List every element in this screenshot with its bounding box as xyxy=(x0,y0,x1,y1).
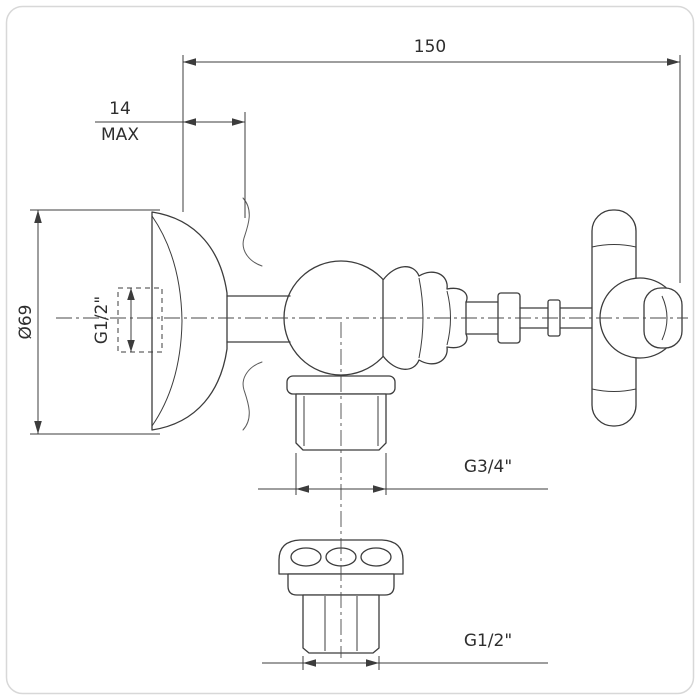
flange-rim-arc xyxy=(151,215,183,427)
arrow-up-icon xyxy=(34,210,42,223)
dim-outlet-thread: G3/4" xyxy=(258,453,548,495)
dim-wall-thickness: 14 MAX xyxy=(95,99,246,218)
dim-label-outlet-thread: G3/4" xyxy=(464,457,512,477)
dim-label-flange-diameter: Ø69 xyxy=(16,304,36,339)
dim-flange-diameter: Ø69 xyxy=(16,209,160,435)
arrow-left-icon xyxy=(183,118,196,126)
centerlines xyxy=(56,317,688,658)
dim-overall-length: 150 xyxy=(182,37,681,283)
wall-break-lines xyxy=(242,197,263,431)
hidden-thread-outline xyxy=(117,287,163,353)
arrow-right-icon xyxy=(232,118,245,126)
bonnet-ring-arc xyxy=(446,290,451,346)
union-band xyxy=(287,573,395,596)
outlet-thread xyxy=(295,393,387,451)
inlet-pipe xyxy=(226,295,291,343)
arrow-down-icon xyxy=(34,421,42,434)
grip-slot xyxy=(290,547,322,567)
dim-inlet-thread: G1/2" xyxy=(92,287,163,353)
arrow-left-icon xyxy=(183,58,196,66)
wall-flange xyxy=(151,211,228,431)
arrow-right-icon xyxy=(373,485,386,493)
bottom-outlet xyxy=(286,375,396,451)
arrow-up-icon xyxy=(127,288,135,300)
dim-label-inlet-thread: G1/2" xyxy=(92,296,112,344)
grip-slot xyxy=(360,547,392,567)
dim-label-union-thread: G1/2" xyxy=(464,631,512,651)
arrow-right-icon xyxy=(366,659,379,667)
dim-label-overall-length: 150 xyxy=(414,37,446,57)
valve-assembly xyxy=(151,209,683,451)
image-border xyxy=(5,5,695,695)
arrow-right-icon xyxy=(667,58,680,66)
gland-and-stem xyxy=(465,292,593,344)
dim-union-thread: G1/2" xyxy=(262,631,548,670)
arrow-down-icon xyxy=(127,340,135,352)
dim-label-wall-thickness: 14 xyxy=(109,99,131,119)
arrow-left-icon xyxy=(296,485,309,493)
dim-label-wall-thickness-qualifier: MAX xyxy=(101,125,139,145)
arrow-left-icon xyxy=(303,659,316,667)
hub-highlight-arc xyxy=(661,295,668,341)
